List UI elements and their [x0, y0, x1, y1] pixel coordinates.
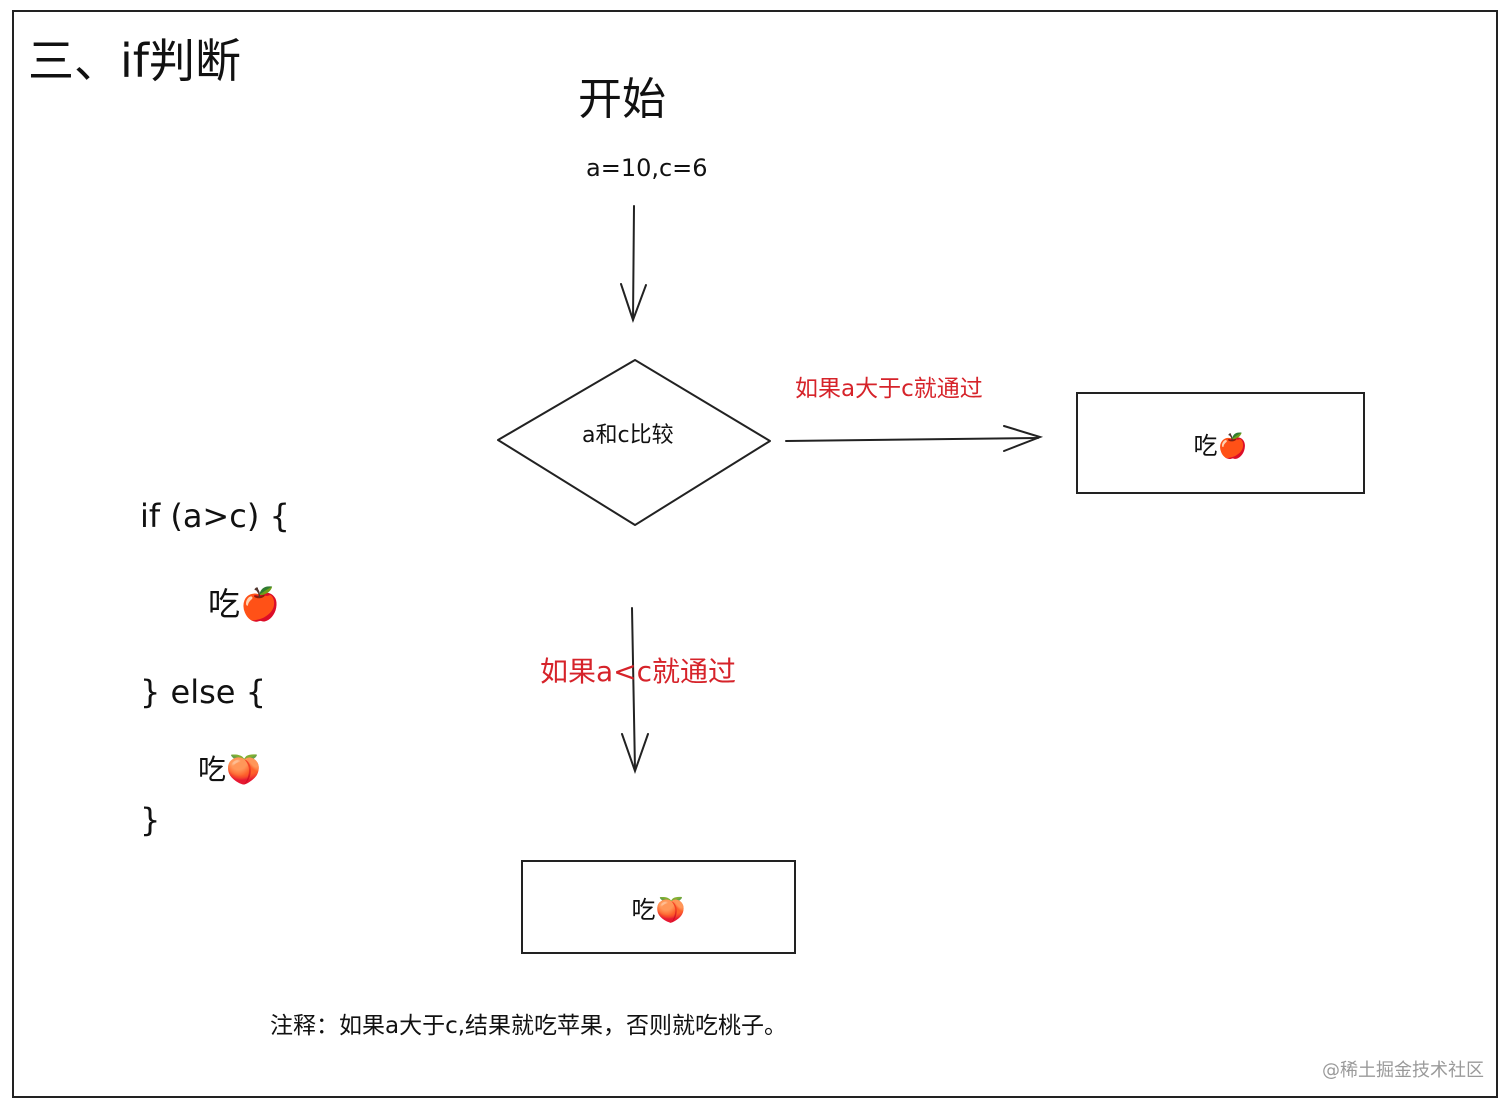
decision-diamond — [497, 359, 771, 526]
code-close-brace: } — [140, 801, 161, 839]
code-if-line: if (a>c) { — [140, 497, 290, 535]
code-eat-peach: 吃🍑 — [198, 753, 261, 786]
result-peach-label: 吃🍑 — [631, 895, 686, 924]
true-condition-label: 如果a大于c就通过 — [795, 376, 983, 402]
section-title: 三、if判断 — [28, 34, 241, 88]
code-eat-apple: 吃🍎 — [208, 585, 280, 623]
annotation-note: 注释：如果a大于c,结果就吃苹果，否则就吃桃子。 — [270, 1013, 788, 1039]
result-box-apple: 吃🍎 — [1076, 392, 1365, 494]
result-box-peach: 吃🍑 — [521, 860, 796, 954]
watermark: @稀土掘金技术社区 — [1322, 1060, 1484, 1081]
canvas-frame — [12, 10, 1498, 1098]
arrow-false-branch — [621, 607, 649, 775]
decision-label: a和c比较 — [582, 423, 674, 448]
start-label: 开始 — [578, 74, 666, 125]
initial-values: a=10,c=6 — [586, 154, 708, 182]
result-apple-label: 吃🍎 — [1193, 431, 1248, 460]
false-condition-label: 如果a<c就通过 — [540, 655, 737, 688]
code-else-line: } else { — [140, 673, 266, 711]
arrow-true-branch — [785, 425, 1044, 452]
arrow-start-to-decision — [620, 205, 647, 324]
